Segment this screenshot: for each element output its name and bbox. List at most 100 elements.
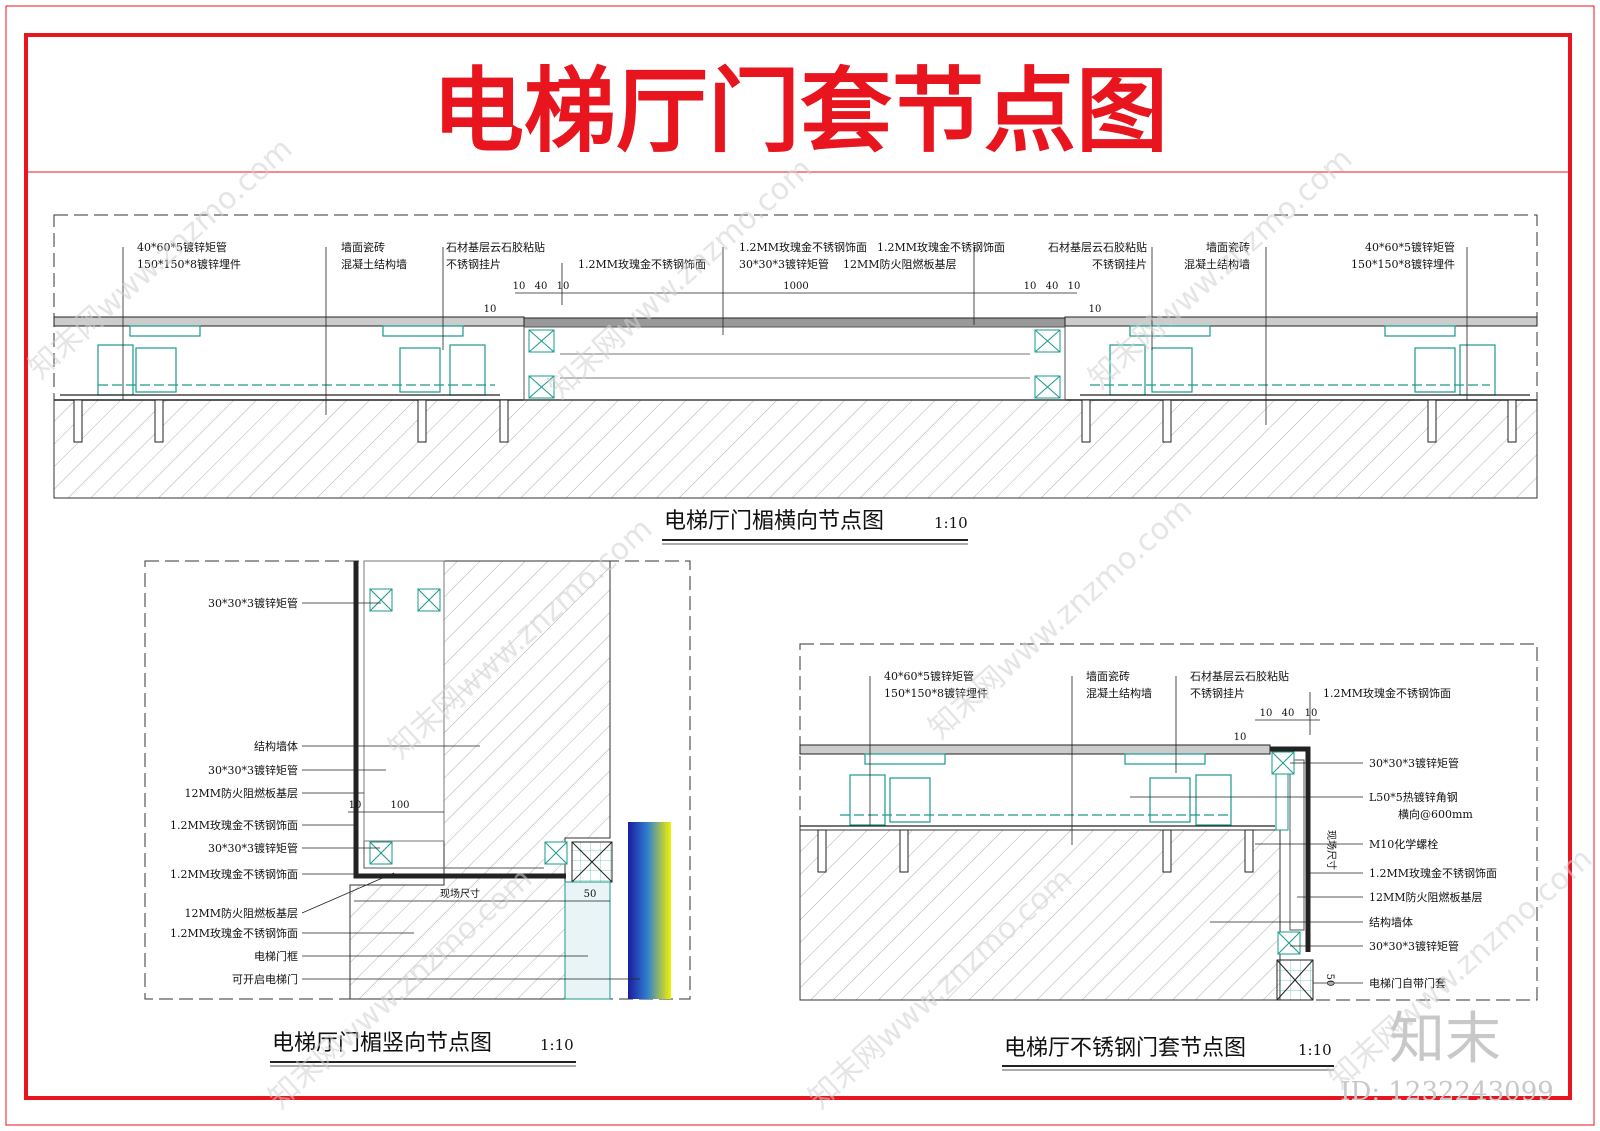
right-face-panel — [1270, 746, 1311, 952]
top-label-16: 40*60*5镀锌矩管 — [1365, 240, 1455, 254]
right-dim-6: 50 — [1324, 974, 1335, 987]
left-label-10: 电梯门框 — [254, 949, 298, 963]
left-label-8: 12MM防火阻燃板基层 — [184, 906, 298, 920]
right-leaders — [869, 676, 1363, 984]
right-label-top-4: 混凝土结构墙 — [1086, 686, 1152, 700]
right-label-top-3: 墙面瓷砖 — [1086, 669, 1130, 683]
left-label-9: 1.2MM玫瑰金不锈钢饰面 — [170, 926, 298, 940]
top-caption: 电梯厅门楣横向节点图 — [664, 509, 884, 534]
tube-right-1 — [1034, 329, 1061, 353]
left-tube-4 — [544, 841, 568, 865]
top-dim-8: 10 — [484, 304, 497, 315]
left-label-4: 12MM防火阻燃板基层 — [184, 786, 298, 800]
lintel-board — [523, 326, 1066, 401]
right-label-top-1: 40*60*5镀锌矩管 — [884, 669, 974, 683]
top-detail: 40*60*5镀锌矩管 150*150*8镀锌埋件 墙面瓷砖 混凝土结构墙 石材… — [53, 214, 1538, 545]
top-label-14: 墙面瓷砖 — [1206, 240, 1250, 254]
right-tube-bottom — [1277, 931, 1301, 955]
right-label-top-7: 1.2MM玫瑰金不锈钢饰面 — [1323, 686, 1451, 700]
top-dim-1: 10 — [513, 281, 526, 292]
left-label-2: 结构墙体 — [254, 739, 298, 753]
left-dim-2: 100 — [390, 800, 409, 811]
top-label-17: 150*150*8镀锌埋件 — [1351, 257, 1455, 271]
right-door-casing — [1276, 959, 1314, 1001]
top-label-6: 不锈钢挂片 — [446, 257, 501, 271]
top-label-12: 石材基层云石胶粘贴 — [1048, 240, 1147, 254]
right-angle-steel — [1275, 773, 1289, 831]
elevator-door — [628, 822, 671, 999]
steel-frame-right — [1080, 325, 1530, 396]
right-label-top-6: 不锈钢挂片 — [1190, 686, 1245, 700]
left-label-3: 30*30*3镀锌矩管 — [208, 763, 298, 777]
top-dim-3: 10 — [557, 281, 570, 292]
inner-frame — [24, 33, 1572, 1100]
left-tube-2 — [417, 588, 441, 612]
right-label-side-5: 1.2MM玫瑰金不锈钢饰面 — [1369, 866, 1497, 880]
left-label-7: 1.2MM玫瑰金不锈钢饰面 — [170, 867, 298, 881]
right-label-top-5: 石材基层云石胶粘贴 — [1190, 669, 1289, 683]
right-steel-frame — [800, 753, 1275, 827]
left-tube-1 — [369, 588, 393, 612]
right-label-side-1: 30*30*3镀锌矩管 — [1369, 756, 1459, 770]
top-scale: 1:10 — [934, 514, 968, 532]
left-dim-3: 现场尺寸 — [440, 887, 480, 900]
right-tile-layer — [799, 744, 1271, 755]
top-label-10: 1.2MM玫瑰金不锈钢饰面 — [877, 240, 1005, 254]
right-dim-1: 10 — [1260, 708, 1273, 719]
watermark-id: ID: 1232243099 — [1340, 1077, 1554, 1107]
top-label-8: 1.2MM玫瑰金不锈钢饰面 — [739, 240, 867, 254]
right-board — [1289, 759, 1305, 931]
right-label-side-6: 12MM防火阻燃板基层 — [1369, 890, 1483, 904]
watermark-site-2: 知末网www.znzmo.com — [542, 151, 819, 406]
right-dim-4: 10 — [1234, 732, 1247, 743]
top-label-7: 1.2MM玫瑰金不锈钢饰面 — [578, 257, 706, 271]
right-label-side-9: 电梯门自带门套 — [1369, 976, 1446, 990]
right-label-side-8: 30*30*3镀锌矩管 — [1369, 939, 1459, 953]
left-dim-4: 50 — [584, 889, 597, 900]
tube-left-1 — [528, 329, 555, 353]
top-concrete-wall — [53, 399, 1538, 499]
left-door-jamb — [564, 881, 611, 1000]
top-label-5: 石材基层云石胶粘贴 — [446, 240, 545, 254]
top-dim-2: 40 — [535, 281, 548, 292]
steel-frame-left — [60, 325, 500, 396]
right-label-side-2: L50*5热镀锌角钢 — [1369, 790, 1458, 804]
left-dim-1: 10 — [349, 800, 362, 811]
left-label-1: 30*30*3镀锌矩管 — [208, 596, 298, 610]
left-label-11: 可开启电梯门 — [232, 972, 298, 986]
left-leaders — [301, 602, 640, 980]
right-dim-5: 现场尺寸 — [1325, 830, 1338, 870]
left-label-5: 1.2MM玫瑰金不锈钢饰面 — [170, 818, 298, 832]
left-scale: 1:10 — [540, 1036, 574, 1054]
top-label-4: 混凝土结构墙 — [341, 257, 407, 271]
page-title: 电梯厅门套节点图 — [432, 58, 1168, 165]
left-tube-3 — [369, 841, 393, 865]
left-inner-frame — [363, 560, 445, 842]
left-caption: 电梯厅门楣竖向节点图 — [272, 1031, 492, 1056]
right-label-top-2: 150*150*8镀锌埋件 — [884, 686, 988, 700]
left-label-6: 30*30*3镀锌矩管 — [208, 841, 298, 855]
right-caption: 电梯厅不锈钢门套节点图 — [1004, 1036, 1246, 1061]
left-door-frame — [571, 841, 613, 883]
anchor-bolts-right — [817, 829, 1254, 873]
top-dim-5: 10 — [1024, 281, 1037, 292]
top-dim-7: 10 — [1068, 281, 1081, 292]
top-label-2: 150*150*8镀锌埋件 — [137, 257, 241, 271]
right-label-side-3: 横向@600mm — [1398, 807, 1473, 821]
anchor-bolts-top — [73, 399, 1517, 443]
top-dim-6: 40 — [1046, 281, 1059, 292]
left-detail: 30*30*3镀锌矩管 结构墙体 30*30*3镀锌矩管 12MM防火阻燃板基层… — [144, 560, 691, 1067]
left-face-panel — [353, 561, 566, 879]
top-label-11: 12MM防火阻燃板基层 — [843, 257, 957, 271]
top-dim-4: 1000 — [783, 281, 808, 292]
top-label-15: 混凝土结构墙 — [1184, 257, 1250, 271]
watermark-brand: 知末 — [1389, 1007, 1501, 1072]
top-dim-9: 10 — [1089, 304, 1102, 315]
tube-left-2 — [528, 375, 555, 399]
top-label-3: 墙面瓷砖 — [341, 240, 385, 254]
right-label-side-4: M10化学螺栓 — [1369, 837, 1438, 851]
right-concrete-wall — [799, 829, 1281, 1001]
right-scale: 1:10 — [1298, 1041, 1332, 1059]
top-label-13: 不锈钢挂片 — [1092, 257, 1147, 271]
